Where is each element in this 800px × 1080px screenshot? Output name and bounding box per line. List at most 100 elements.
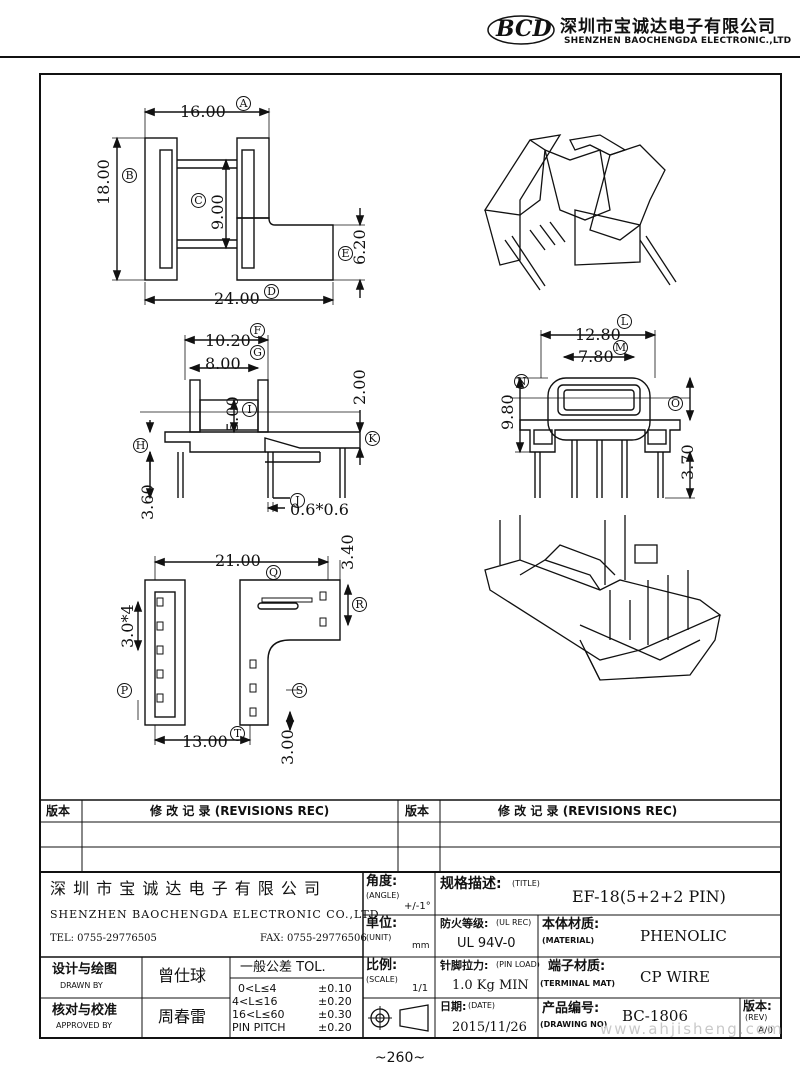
drawing-no-label-en: (DRAWING NO)	[540, 1020, 608, 1029]
material-label-en: (MATERIAL)	[542, 936, 595, 945]
svg-text:BCD: BCD	[495, 16, 552, 42]
dim-label-q: Q	[266, 565, 281, 580]
dim-label-e: E	[338, 246, 353, 261]
dim-12-8: 12.80	[575, 325, 621, 344]
tolerance-value: ±0.30	[318, 1008, 352, 1021]
dim-21: 21.00	[215, 551, 261, 570]
dim-24: 24.00	[214, 289, 260, 308]
dim-label-p: P	[117, 683, 132, 698]
watermark: www.ahjisheng.com	[600, 1020, 784, 1038]
approved-by-label: 核对与校准	[52, 1003, 118, 1018]
terminal-value: CP WIRE	[640, 968, 710, 986]
header-rule	[0, 56, 800, 58]
tb-company-cn: 深 圳 市 宝 诚 达 电 子 有 限 公 司	[50, 879, 321, 898]
dim-label-j: J	[290, 493, 305, 508]
dim-16: 16.00	[180, 102, 226, 121]
scale-value: 1/1	[412, 983, 429, 994]
bottom-view	[133, 556, 353, 745]
scale-label: 比例:	[366, 958, 398, 973]
dim-label-t: T	[230, 726, 245, 741]
ul-label: 防火等级:	[440, 917, 489, 930]
angle-value: +/-1°	[404, 901, 431, 912]
tolerance-title: 一般公差 TOL.	[240, 960, 326, 975]
tolerance-range: 0<L≤4	[238, 982, 277, 995]
material-label: 本体材质:	[542, 917, 600, 932]
top-view	[112, 107, 365, 305]
drawn-by-label: 设计与绘图	[52, 962, 118, 977]
rev-label-2: 版本	[405, 804, 430, 818]
front-view	[510, 330, 695, 500]
dim-label-s: S	[292, 683, 307, 698]
tb-fax: FAX: 0755-29776506	[260, 933, 367, 944]
title-label-en: (TITLE)	[512, 879, 540, 888]
drawing-no-value: BC-1806	[622, 1007, 689, 1025]
tolerance-value: ±0.20	[318, 1021, 352, 1034]
page-header: BCD 深圳市宝诚达电子有限公司 SHENZHEN BAOCHENGDA ELE…	[0, 0, 800, 62]
dim-label-g: G	[250, 345, 265, 360]
tolerance-range: 16<L≤60	[232, 1008, 285, 1021]
rev-title-2: 修 改 记 录 (REVISIONS REC)	[498, 804, 678, 818]
material-value: PHENOLIC	[640, 927, 727, 945]
pin-load-label: 针脚拉力:	[440, 959, 489, 972]
company-name-cn: 深圳市宝诚达电子有限公司	[560, 17, 776, 37]
rev-label-short-en: (REV)	[745, 1013, 768, 1022]
title-label: 规格描述:	[440, 876, 502, 892]
tb-tel: TEL: 0755-29776505	[50, 933, 157, 944]
dim-label-i: I	[242, 402, 257, 417]
rev-title-1: 修 改 记 录 (REVISIONS REC)	[150, 804, 330, 818]
page-number: ~260~	[374, 1050, 426, 1066]
tolerance-range: PIN PITCH	[232, 1021, 286, 1034]
dim-label-d: D	[264, 284, 279, 299]
ul-value: UL 94V-0	[457, 936, 516, 951]
dim-label-n: N	[514, 374, 529, 389]
date-label: 日期:	[440, 1000, 467, 1013]
unit-label: 单位:	[366, 916, 398, 931]
dim-label-b: B	[122, 168, 137, 183]
rev-label-short: 版本:	[743, 999, 772, 1013]
dim-7-8: 7.80	[578, 347, 614, 366]
tolerance-value: ±0.10	[318, 982, 352, 995]
drawn-by-label-en: DRAWN BY	[60, 981, 103, 990]
ul-label-en: (UL REC)	[496, 918, 532, 927]
drawn-by-value: 曾仕球	[158, 966, 207, 985]
rev-label-1: 版本	[46, 804, 71, 818]
dim-label-o: O	[668, 396, 683, 411]
dim-13: 13.00	[182, 732, 228, 751]
isometric-view-bottom	[484, 515, 722, 681]
approved-by-value: 周春雷	[158, 1007, 207, 1026]
tolerance-value: ±0.20	[318, 995, 352, 1008]
dim-label-h: H	[133, 438, 148, 453]
dim-label-c: C	[191, 193, 206, 208]
isometric-view-top	[483, 134, 677, 291]
angle-label: 角度:	[366, 874, 398, 889]
dim-8: 8.00	[205, 354, 241, 373]
pin-load-label-en: (PIN LOAD)	[496, 960, 540, 969]
tolerance-range: 4<L≤16	[232, 995, 278, 1008]
dim-label-f: F	[250, 323, 265, 338]
date-label-en: (DATE)	[468, 1001, 496, 1010]
rev-value: A/0	[758, 1026, 773, 1036]
date-value: 2015/11/26	[452, 1020, 527, 1035]
approved-by-label-en: APPROVED BY	[56, 1021, 113, 1030]
dim-label-l: L	[617, 314, 632, 329]
company-logo: BCD	[487, 15, 555, 45]
angle-label-en: (ANGLE)	[366, 891, 400, 900]
drawing-no-label: 产品编号:	[542, 1001, 600, 1016]
terminal-label: 端子材质:	[548, 959, 606, 974]
title-value: EF-18(5+2+2 PIN)	[572, 887, 726, 906]
company-name-en: SHENZHEN BAOCHENGDA ELECTRONIC.,LTD	[564, 36, 792, 46]
dim-10-2: 10.20	[205, 331, 251, 350]
dim-label-a: A	[236, 96, 251, 111]
terminal-label-en: (TERMINAL MAT)	[540, 979, 616, 988]
scale-label-en: (SCALE)	[366, 975, 398, 984]
drawing-frame	[39, 73, 782, 1039]
dim-label-r: R	[352, 597, 367, 612]
unit-label-en: (UNIT)	[366, 933, 392, 942]
tb-company-en: SHENZHEN BAOCHENGDA ELECTRONIC CO.,LTD	[50, 908, 380, 921]
dim-pin: 0.6*0.6	[290, 500, 349, 519]
pin-load-value: 1.0 Kg MIN	[452, 978, 529, 993]
dim-label-m: M	[613, 340, 628, 355]
dim-label-k: K	[365, 431, 380, 446]
